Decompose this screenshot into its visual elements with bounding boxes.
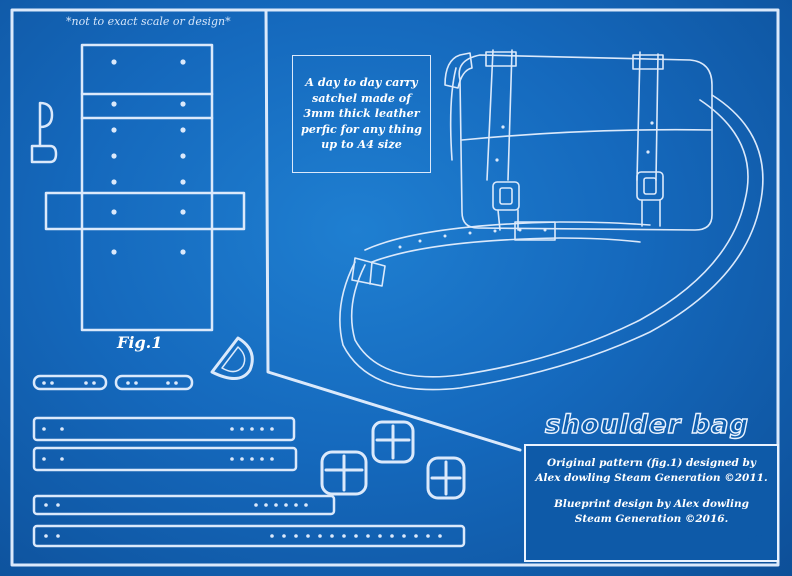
credits-panel: Original pattern (fig.1) designed by Ale…: [524, 444, 779, 562]
divider-line: [264, 8, 522, 452]
figure-label: Fig.1: [117, 333, 163, 352]
clip-hook: [30, 101, 58, 164]
satchel: [339, 49, 764, 391]
description-text: A day to day carry satchel made of 3mm t…: [300, 75, 423, 152]
sg-logo-text: SG: [747, 533, 763, 545]
credits-blueprint-design: Blueprint design by Alex dowling Steam G…: [554, 498, 749, 525]
outer-frame: [10, 8, 780, 567]
long-straps: [32, 416, 466, 548]
fig1-pattern: [44, 43, 246, 332]
d-ring: [210, 336, 254, 380]
scale-note: *not to exact scale or design*: [66, 15, 231, 28]
bag-title: shoulder bag: [544, 409, 750, 440]
short-straps: [32, 374, 194, 391]
description-box: A day to day carry satchel made of 3mm t…: [292, 55, 431, 173]
credits-original-pattern: Original pattern (fig.1) designed by Ale…: [535, 457, 768, 484]
buckles: [320, 420, 466, 500]
